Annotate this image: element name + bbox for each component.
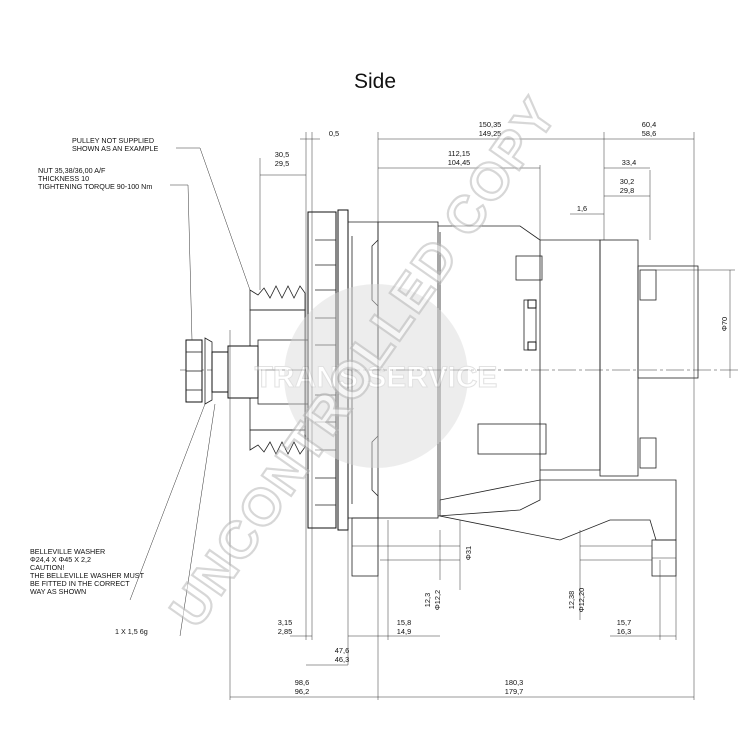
pulley-note-line-2: SHOWN AS AN EXAMPLE bbox=[72, 144, 158, 153]
dim-180-lower: 179,7 bbox=[505, 687, 524, 696]
dim-15-7-lower: 16,3 bbox=[617, 627, 631, 636]
dim-12-3-lower: Φ12,2 bbox=[433, 590, 442, 610]
cooling-fan bbox=[307, 209, 349, 531]
washer-note-line-5: BE FITTED IN THE CORRECT bbox=[30, 579, 130, 588]
nut-note: NUT 35,38/36,00 A/F THICKNESS 10 TIGHTEN… bbox=[38, 166, 152, 191]
washer-note: BELLEVILLE WASHER Φ24,4 X Φ45 X 2,2 CAUT… bbox=[30, 547, 145, 596]
dim-15-8-upper: 15,8 bbox=[397, 618, 411, 627]
dim-30-2-upper: 30,2 bbox=[620, 177, 634, 186]
dimension-labels: 0,5 150,35 149,25 60,4 58,6 30,5 29,5 11… bbox=[275, 120, 729, 696]
dim-12-38-lower: Φ12,20 bbox=[577, 588, 586, 612]
dim-60-upper: 60,4 bbox=[642, 120, 656, 129]
dim-98-6-lower: 96,2 bbox=[295, 687, 309, 696]
dim-112-upper: 112,15 bbox=[448, 149, 470, 158]
pulley-note-line-1: PULLEY NOT SUPPLIED bbox=[72, 136, 154, 145]
dim-30-2-lower: 29,8 bbox=[620, 186, 634, 195]
dim-3-15-upper: 3,15 bbox=[278, 618, 292, 627]
dim-1-6: 1,6 bbox=[577, 204, 587, 213]
dim-112-lower: 104,45 bbox=[448, 158, 471, 167]
dim-phi70: Φ70 bbox=[720, 317, 729, 331]
thread-note: 1 X 1,5 6g bbox=[115, 627, 148, 636]
watermark-logo-text: TRANS SERVICE bbox=[255, 361, 498, 394]
dim-60-lower: 58,6 bbox=[642, 129, 656, 138]
washer-note-line-4: THE BELLEVILLE WASHER MUST bbox=[30, 571, 145, 580]
nut-note-line-3: TIGHTENING TORQUE 90-100 Nm bbox=[38, 182, 152, 191]
drawing-title: Side bbox=[354, 70, 396, 93]
dim-47-6-upper: 47,6 bbox=[335, 646, 349, 655]
dim-180-upper: 180,3 bbox=[505, 678, 524, 687]
dimension-lines bbox=[129, 132, 735, 700]
dim-150-upper: 150,35 bbox=[479, 120, 502, 129]
dim-150-lower: 149,25 bbox=[479, 129, 502, 138]
washer-note-line-1: BELLEVILLE WASHER bbox=[30, 547, 105, 556]
dim-47-6-lower: 46,3 bbox=[335, 655, 349, 664]
shaft bbox=[211, 339, 309, 405]
dim-3-15-lower: 2,85 bbox=[278, 627, 292, 636]
pulley-note: PULLEY NOT SUPPLIED SHOWN AS AN EXAMPLE bbox=[72, 136, 158, 153]
dim-15-7-upper: 15,7 bbox=[617, 618, 631, 627]
dim-15-8-lower: 14,9 bbox=[397, 627, 411, 636]
washer-note-line-6: WAY AS SHOWN bbox=[30, 587, 86, 596]
alternator-outline bbox=[180, 209, 740, 577]
washer-note-line-2: Φ24,4 X Φ45 X 2,2 bbox=[30, 555, 91, 564]
belleville-washer bbox=[204, 337, 213, 405]
dim-12-38-upper: 12,38 bbox=[567, 591, 576, 610]
mounting-feet bbox=[351, 479, 677, 577]
dim-30-5-upper: 30,5 bbox=[275, 150, 289, 159]
dim-98-6-upper: 98,6 bbox=[295, 678, 309, 687]
nut-note-line-2: THICKNESS 10 bbox=[38, 174, 89, 183]
dim-12-3-upper: 12,3 bbox=[423, 593, 432, 607]
dim-33-4: 33,4 bbox=[622, 158, 636, 167]
washer-note-line-3: CAUTION! bbox=[30, 563, 64, 572]
dim-30-5-lower: 29,5 bbox=[275, 159, 289, 168]
dim-phi31: Φ31 bbox=[464, 546, 473, 560]
shaft-nut bbox=[185, 339, 203, 403]
dim-0-5: 0,5 bbox=[329, 129, 339, 138]
rear-housing bbox=[477, 239, 699, 477]
nut-note-line-1: NUT 35,38/36,00 A/F bbox=[38, 166, 106, 175]
watermark-logo: TRANS SERVICE bbox=[254, 284, 498, 468]
